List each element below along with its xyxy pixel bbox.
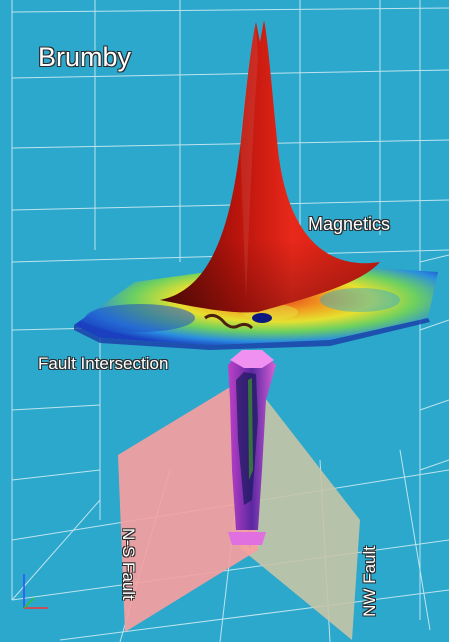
fault-intersection-body xyxy=(228,350,276,545)
axis-triad-icon xyxy=(23,574,48,609)
magnetic-peak xyxy=(160,20,380,313)
ns-fault-plane xyxy=(118,378,258,632)
nw-fault-plane xyxy=(240,385,360,640)
fault-intersection-label: Fault Intersection xyxy=(38,354,169,373)
ns-fault-label: N-S Fault xyxy=(119,528,138,600)
nw-fault-label: NW Fault xyxy=(360,546,379,617)
scene-title: Brumby xyxy=(38,42,132,72)
magnetics-label: Magnetics xyxy=(308,214,391,234)
